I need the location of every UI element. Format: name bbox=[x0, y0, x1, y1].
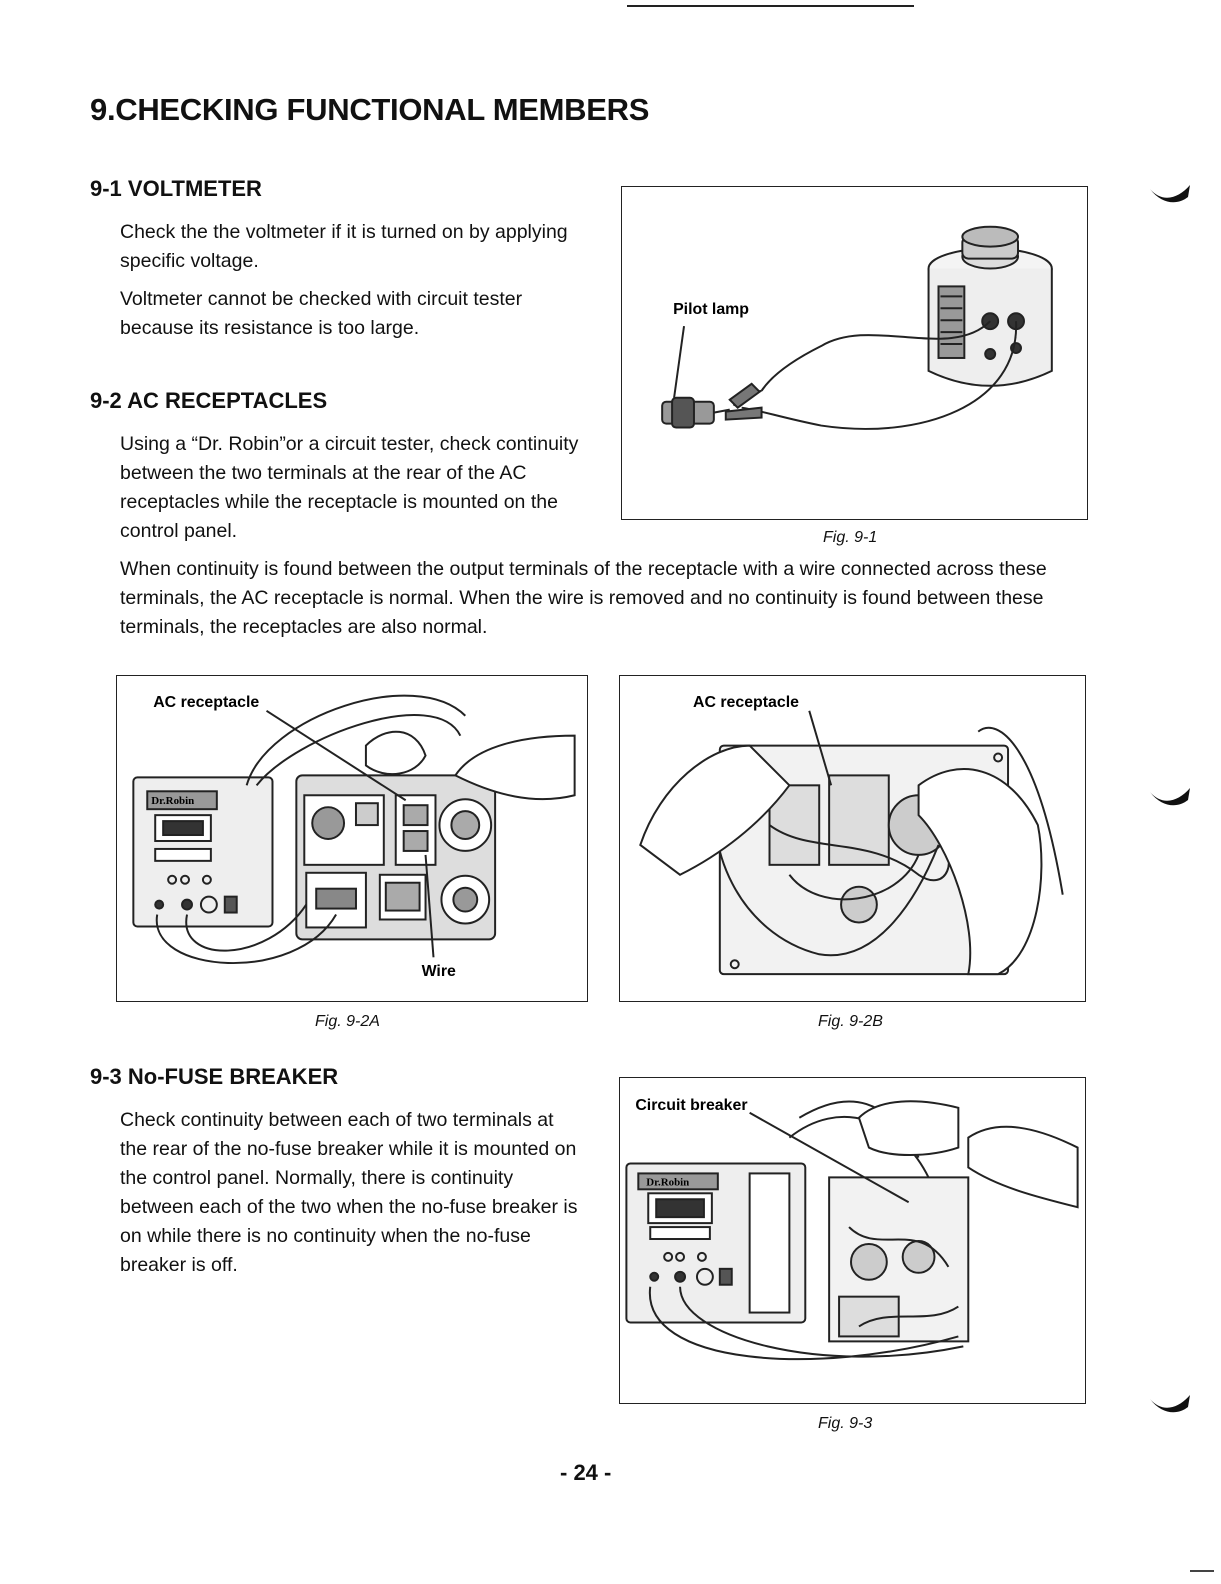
wire-label: Wire bbox=[422, 963, 456, 980]
pilot-lamp-label: Pilot lamp bbox=[673, 301, 749, 318]
voltmeter-paragraph-2: Voltmeter cannot be checked with circuit… bbox=[120, 288, 523, 339]
corner-dash bbox=[1190, 1570, 1214, 1572]
section-heading-breaker: 9-3 No-FUSE BREAKER bbox=[90, 1064, 339, 1089]
dr-robin-brand-a: Dr.Robin bbox=[151, 795, 194, 807]
top-rule bbox=[627, 5, 914, 7]
page-title: 9.CHECKING FUNCTIONAL MEMBERS bbox=[90, 92, 650, 127]
figure-9-1: Pilot lamp bbox=[621, 186, 1088, 520]
fig-9-3-caption: Fig. 9-3 bbox=[818, 1415, 873, 1432]
ac-paragraph-1: Using a “Dr. Robin”or a circuit tester, … bbox=[120, 433, 579, 542]
ac-receptacle-rear-illustration: AC receptacle bbox=[639, 694, 1064, 976]
ac-receptacle-label-a: AC receptacle bbox=[153, 694, 259, 711]
section-heading-voltmeter: 9-1 VOLTMETER bbox=[90, 176, 262, 201]
circuit-breaker-label: Circuit breaker bbox=[635, 1097, 747, 1114]
ac-receptacle-label-b: AC receptacle bbox=[693, 694, 799, 711]
ac-paragraph-2: When continuity is found between the out… bbox=[120, 558, 1047, 638]
figure-9-3: Circuit breaker Dr.Robin bbox=[619, 1077, 1086, 1404]
circuit-breaker-illustration: Circuit breaker Dr.Robin bbox=[625, 1097, 1079, 1361]
page-number: - 24 - bbox=[560, 1460, 612, 1485]
binder-mark-icon bbox=[1150, 788, 1190, 806]
dr-robin-brand-b: Dr.Robin bbox=[646, 1176, 689, 1188]
section-heading-ac-receptacles: 9-2 AC RECEPTACLES bbox=[90, 388, 328, 413]
fig-9-2b-caption: Fig. 9-2B bbox=[818, 1013, 883, 1030]
fig-9-2a-caption: Fig. 9-2A bbox=[315, 1013, 380, 1030]
binder-mark-icon bbox=[1150, 1395, 1190, 1413]
figure-9-2a: AC receptacle Wire Dr.Robin bbox=[116, 675, 588, 1002]
breaker-paragraph-1: Check continuity between each of two ter… bbox=[120, 1109, 578, 1276]
fig-9-1-caption: Fig. 9-1 bbox=[823, 529, 878, 546]
voltmeter-paragraph-1: Check the the voltmeter if it is turned … bbox=[120, 221, 568, 272]
figure-9-2b: AC receptacle bbox=[619, 675, 1086, 1002]
voltage-regulator-illustration: Pilot lamp bbox=[661, 225, 1053, 430]
binder-mark-icon bbox=[1150, 185, 1190, 203]
ac-receptacle-panel-illustration: AC receptacle Wire Dr.Robin bbox=[132, 694, 576, 980]
